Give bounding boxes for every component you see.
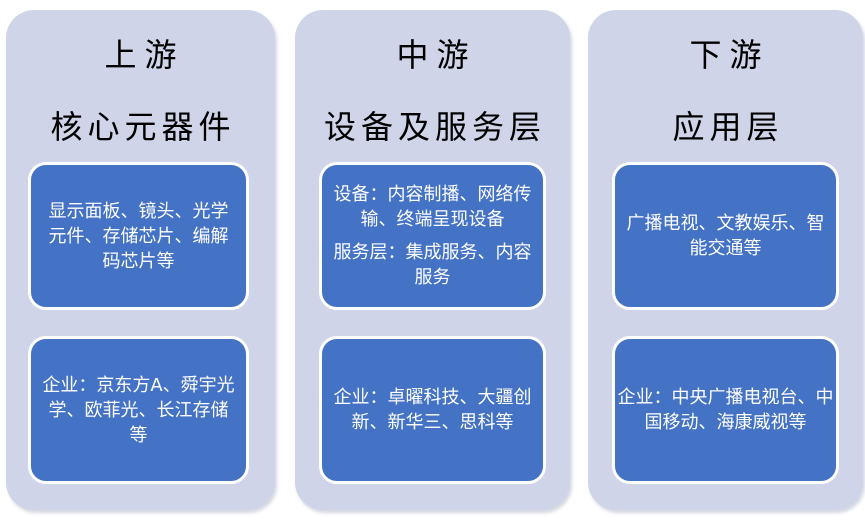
box-text: 企业：卓曜科技、大疆创新、新华三、思科等 <box>333 387 532 433</box>
panel-upstream: 上游 核心元器件 显示面板、镜头、光学元件、存储芯片、编解码芯片等 企业：京东方… <box>6 10 275 510</box>
downstream-companies-box: 企业：中央广播电视台、中国移动、海康威视等 <box>612 336 839 484</box>
downstream-applications-box: 广播电视、文教娱乐、智能交通等 <box>612 162 839 310</box>
panel-upstream-title: 上游 <box>104 36 185 74</box>
box-text: 服务层：集成服务、内容服务 <box>333 242 532 288</box>
upstream-components-box: 显示面板、镜头、光学元件、存储芯片、编解码芯片等 <box>28 162 249 310</box>
midstream-segments-box: 设备：内容制播、网络传输、终端呈现设备 服务层：集成服务、内容服务 <box>319 162 546 310</box>
midstream-companies-box: 企业：卓曜科技、大疆创新、新华三、思科等 <box>319 336 546 484</box>
box-text: 显示面板、镜头、光学元件、存储芯片、编解码芯片等 <box>48 200 229 272</box>
upstream-companies-box: 企业：京东方A、舜宇光学、欧菲光、长江存储等 <box>28 336 249 484</box>
panel-downstream-subtitle: 应用层 <box>672 108 784 146</box>
panel-downstream-title: 下游 <box>689 36 770 74</box>
panel-midstream-subtitle: 设备及服务层 <box>323 108 546 146</box>
panel-midstream-title: 中游 <box>396 36 477 74</box>
box-text: 企业：中央广播电视台、中国移动、海康威视等 <box>617 387 834 433</box>
box-text: 企业：京东方A、舜宇光学、欧菲光、长江存储等 <box>42 374 235 446</box>
panel-downstream: 下游 应用层 广播电视、文教娱乐、智能交通等 企业：中央广播电视台、中国移动、海… <box>588 10 863 510</box>
panel-midstream: 中游 设备及服务层 设备：内容制播、网络传输、终端呈现设备 服务层：集成服务、内… <box>295 10 570 510</box>
box-text: 设备：内容制播、网络传输、终端呈现设备 <box>333 184 532 230</box>
box-text: 广播电视、文教娱乐、智能交通等 <box>626 213 825 259</box>
panel-upstream-subtitle: 核心元器件 <box>50 108 236 146</box>
